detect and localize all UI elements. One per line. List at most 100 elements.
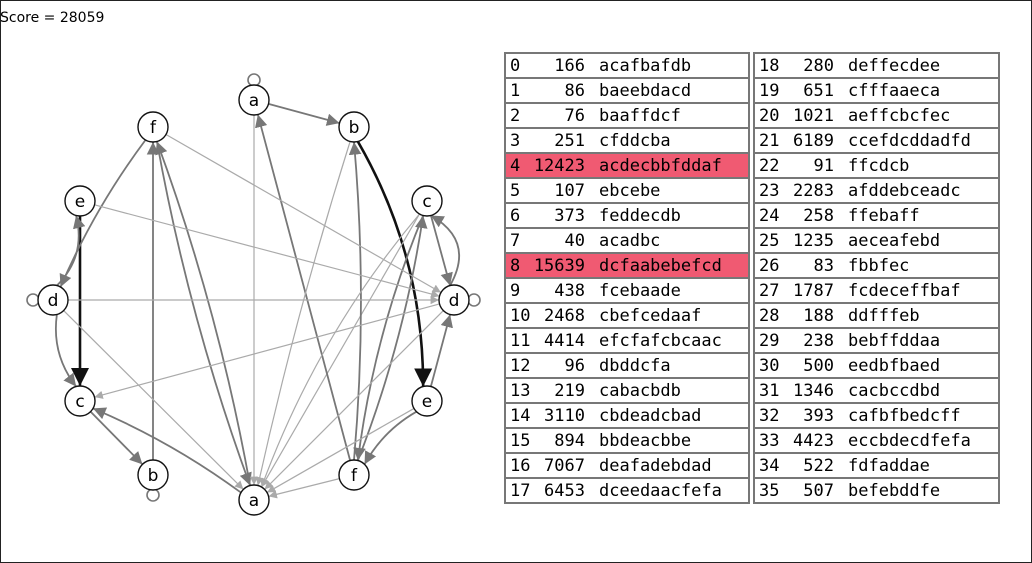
self-loop — [26, 293, 40, 307]
row-count: 107 — [554, 180, 585, 201]
graph-edge — [255, 114, 352, 461]
graph-edge — [94, 303, 440, 399]
self-loop — [146, 488, 160, 502]
node-label: f — [351, 466, 358, 486]
row-sequence: deafadebdad — [599, 455, 712, 476]
row-sequence: ebcebe — [599, 180, 661, 201]
graph-edge — [357, 215, 428, 461]
row-sequence: feddecdb — [599, 205, 681, 226]
graph-edge — [353, 215, 424, 461]
row-sequence: ffcdcb — [848, 155, 910, 176]
table-cell: 21 6189 ccefdcddadfd — [753, 127, 1000, 154]
row-count: 500 — [803, 355, 834, 376]
row-count: 4423 — [793, 430, 834, 451]
row-sequence: bebffddaa — [848, 330, 941, 351]
row-index: 18 — [759, 55, 780, 76]
row-count: 1235 — [793, 230, 834, 251]
graph-edge — [266, 407, 415, 494]
node-circle — [64, 385, 96, 417]
node-label: b — [349, 118, 360, 138]
row-index: 32 — [759, 405, 780, 426]
row-index: 0 — [510, 55, 521, 76]
row-count: 219 — [554, 380, 585, 401]
row-sequence: cbefcedaaf — [599, 305, 702, 326]
row-count: 12423 — [533, 155, 585, 176]
row-count: 15639 — [533, 255, 585, 276]
node-circle — [37, 284, 69, 316]
row-count: 1346 — [793, 380, 834, 401]
row-count: 507 — [803, 480, 834, 501]
row-sequence: cafbfbedcff — [848, 405, 961, 426]
node-label: f — [150, 118, 157, 138]
node-circle — [137, 111, 169, 143]
row-index: 26 — [759, 255, 780, 276]
row-index: 13 — [510, 380, 531, 401]
table-cell: 25 1235 aeceafebd — [753, 227, 1000, 254]
row-index: 31 — [759, 380, 780, 401]
row-sequence: aeceafebd — [848, 230, 941, 251]
graph-edge — [63, 310, 244, 490]
row-index: 19 — [759, 80, 780, 101]
row-count: 373 — [554, 205, 585, 226]
node-label: e — [75, 192, 85, 212]
row-index: 21 — [759, 130, 780, 151]
graph-node-f: f — [338, 459, 370, 491]
graph-edge — [268, 478, 340, 499]
graph-edge — [260, 213, 421, 488]
row-index: 25 — [759, 230, 780, 251]
row-index: 9 — [510, 280, 521, 301]
row-count: 6453 — [544, 480, 585, 501]
node-circle — [338, 111, 370, 143]
row-sequence: aeffcbcfec — [848, 105, 951, 126]
row-count: 6189 — [793, 130, 834, 151]
row-count: 2283 — [793, 180, 834, 201]
row-sequence: efcfafcbcaac — [599, 330, 722, 351]
row-sequence: ccefdcddadfd — [848, 130, 971, 151]
node-circle — [438, 284, 470, 316]
row-count: 2468 — [544, 305, 585, 326]
row-index: 3 — [510, 130, 521, 151]
graph-node-a: a — [238, 484, 270, 516]
row-index: 17 — [510, 480, 531, 501]
table-cell: 5 107 ebcebe — [504, 177, 750, 204]
node-circle — [338, 459, 370, 491]
graph-edge — [94, 204, 440, 299]
row-sequence: fcdeceffbaf — [848, 280, 961, 301]
row-index: 23 — [759, 180, 780, 201]
row-index: 5 — [510, 180, 521, 201]
graph-node-e: e — [64, 185, 96, 217]
row-sequence: cfddcba — [599, 130, 671, 151]
row-index: 2 — [510, 105, 521, 126]
graph-edge — [155, 141, 251, 486]
self-loop — [467, 293, 481, 307]
row-count: 86 — [564, 80, 585, 101]
